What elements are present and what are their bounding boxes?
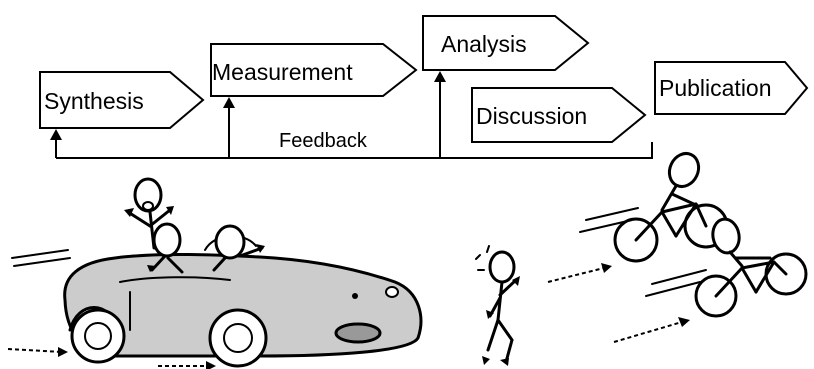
car-motion-arrows	[7, 348, 210, 367]
stage-synthesis-label: Synthesis	[44, 88, 144, 114]
cyclist-1	[579, 151, 729, 263]
feedback-label: Feedback	[279, 130, 368, 152]
stage-analysis: Analysis	[422, 15, 590, 71]
arrowhead-to-synthesis	[50, 129, 62, 140]
arrowhead-to-analysis	[434, 71, 446, 82]
stage-publication: Publication	[654, 61, 809, 115]
car-passenger-arrowheads	[124, 206, 265, 272]
stage-analysis-label: Analysis	[441, 31, 527, 57]
stage-discussion-label: Discussion	[476, 103, 587, 129]
runner-illustration	[475, 245, 518, 364]
feedback-loop	[55, 76, 653, 159]
stage-discussion: Discussion	[471, 87, 647, 143]
stage-publication-label: Publication	[659, 75, 772, 101]
car-grille	[334, 322, 382, 344]
cyclist-2	[645, 217, 808, 318]
car-illustration	[11, 177, 423, 368]
stage-synthesis: Synthesis	[39, 71, 205, 129]
stage-measurement: Measurement	[210, 43, 418, 97]
cyclist-motion-arrows	[547, 267, 683, 343]
arrowhead-to-measurement	[223, 97, 235, 108]
feedback-arrowheads	[50, 71, 446, 140]
stage-measurement-label: Measurement	[212, 59, 353, 85]
